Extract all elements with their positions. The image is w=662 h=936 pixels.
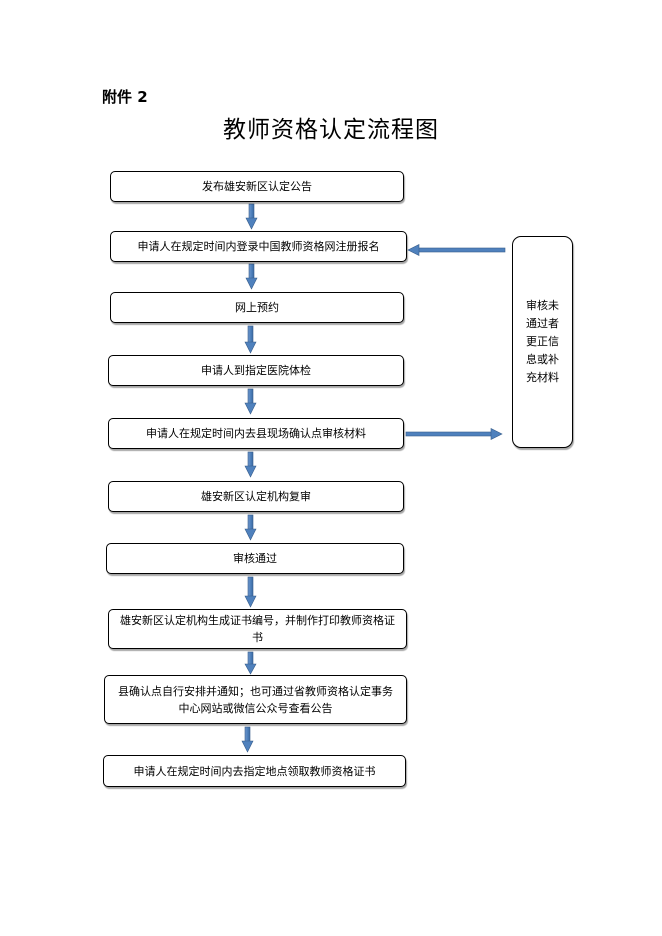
down-arrow-3 xyxy=(244,325,257,354)
step-onsite-review: 申请人在规定时间内去县现场确认点审核材料 xyxy=(108,418,404,449)
step-label: 雄安新区认定机构复审 xyxy=(201,490,311,503)
down-arrow-7 xyxy=(244,576,257,608)
down-arrow-5 xyxy=(244,451,257,478)
left-arrow-resubmit xyxy=(407,244,506,256)
step-label: 县确认点自行安排并通知；也可通过省教师资格认定事务中心网站或微信公众号查看公告 xyxy=(118,684,393,715)
step-issue-certificate: 雄安新区认定机构生成证书编号，并制作打印教师资格证书 xyxy=(108,609,407,649)
step-label: 申请人在规定时间内登录中国教师资格网注册报名 xyxy=(137,240,380,253)
page-title: 教师资格认定流程图 xyxy=(223,117,439,143)
step-collect-certificate: 申请人在规定时间内去指定地点领取教师资格证书 xyxy=(103,755,406,787)
side-note-resubmit: 审核未通过者更正信息或补充材料 xyxy=(512,236,573,448)
down-arrow-9 xyxy=(241,726,254,753)
step-publish-announcement: 发布雄安新区认定公告 xyxy=(110,171,404,202)
step-label: 申请人在规定时间内去县现场确认点审核材料 xyxy=(146,427,366,440)
step-label: 雄安新区认定机构生成证书编号，并制作打印教师资格证书 xyxy=(120,614,395,644)
step-online-appointment: 网上预约 xyxy=(110,292,404,323)
step-label: 网上预约 xyxy=(235,301,279,314)
step-label: 发布雄安新区认定公告 xyxy=(202,180,312,193)
step-recheck: 雄安新区认定机构复审 xyxy=(108,481,404,512)
step-notification: 县确认点自行安排并通知；也可通过省教师资格认定事务中心网站或微信公众号查看公告 xyxy=(104,675,407,724)
down-arrow-6 xyxy=(244,514,257,541)
step-label: 申请人到指定医院体检 xyxy=(201,364,311,377)
step-approved: 审核通过 xyxy=(106,543,404,574)
step-medical-exam: 申请人到指定医院体检 xyxy=(108,355,404,386)
step-online-registration: 申请人在规定时间内登录中国教师资格网注册报名 xyxy=(110,231,407,262)
down-arrow-1 xyxy=(245,203,258,230)
right-arrow-to-note xyxy=(405,428,503,440)
down-arrow-2 xyxy=(245,263,258,290)
attachment-label: 附件 2 xyxy=(102,88,148,106)
down-arrow-4 xyxy=(244,388,257,415)
down-arrow-8 xyxy=(244,651,257,675)
step-label: 申请人在规定时间内去指定地点领取教师资格证书 xyxy=(133,764,376,778)
step-label: 审核通过 xyxy=(233,552,277,565)
side-note-text: 审核未通过者更正信息或补充材料 xyxy=(526,299,559,384)
